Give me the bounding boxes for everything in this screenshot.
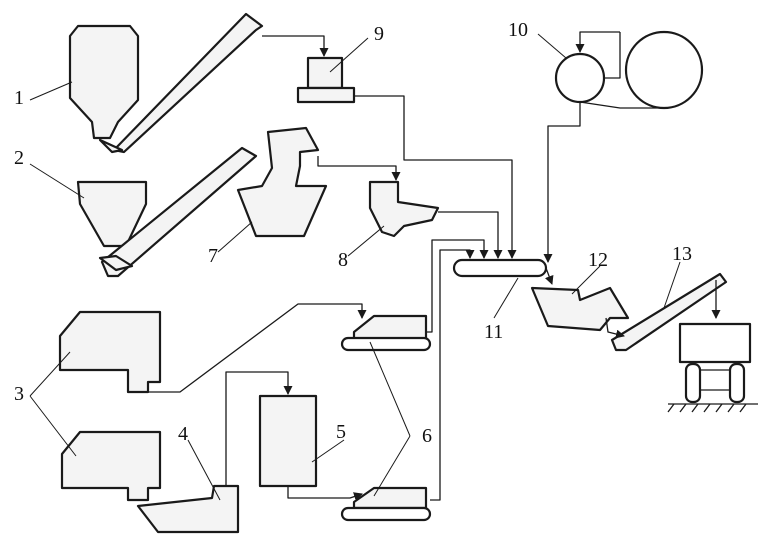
label-11: 11 (484, 321, 503, 343)
leader-lines (29, 33, 681, 501)
equipment-6-feeder-upper (340, 314, 432, 352)
label-8: 8 (338, 249, 348, 271)
label-5: 5 (336, 421, 346, 443)
equipment-1-silo (68, 24, 140, 140)
label-6: 6 (422, 425, 432, 447)
label-3: 3 (14, 383, 24, 405)
equipment-3-bin-lower (60, 430, 162, 502)
label-12: 12 (588, 249, 608, 271)
equipment-5-bin (258, 394, 318, 488)
label-9: 9 (374, 23, 384, 45)
equipment-3-bin-upper (58, 310, 162, 394)
equipment-4-feeder (136, 484, 240, 534)
equipment-13-conveyor (610, 272, 728, 352)
equipment-11-belt (452, 258, 548, 278)
label-2: 2 (14, 147, 24, 169)
equipment-6-feeder-lower (340, 486, 432, 522)
labels: 1 2 3 4 5 6 7 8 9 10 11 12 13 (14, 19, 692, 447)
equipment-8-feeder (368, 180, 440, 238)
conveyor-2-to-7 (98, 146, 258, 278)
flow-lines (148, 31, 721, 501)
equipment-12-mixer (530, 286, 630, 332)
truck-icon (667, 322, 758, 413)
label-10: 10 (508, 19, 528, 41)
equipment-10-drum (554, 30, 704, 110)
equipment-9-feeder (296, 56, 356, 104)
equipment-7-crusher (236, 126, 328, 238)
label-4: 4 (178, 423, 188, 445)
label-7: 7 (208, 245, 218, 267)
conveyor-1-to-9 (98, 12, 264, 154)
label-13: 13 (672, 243, 692, 265)
label-1: 1 (14, 87, 24, 109)
